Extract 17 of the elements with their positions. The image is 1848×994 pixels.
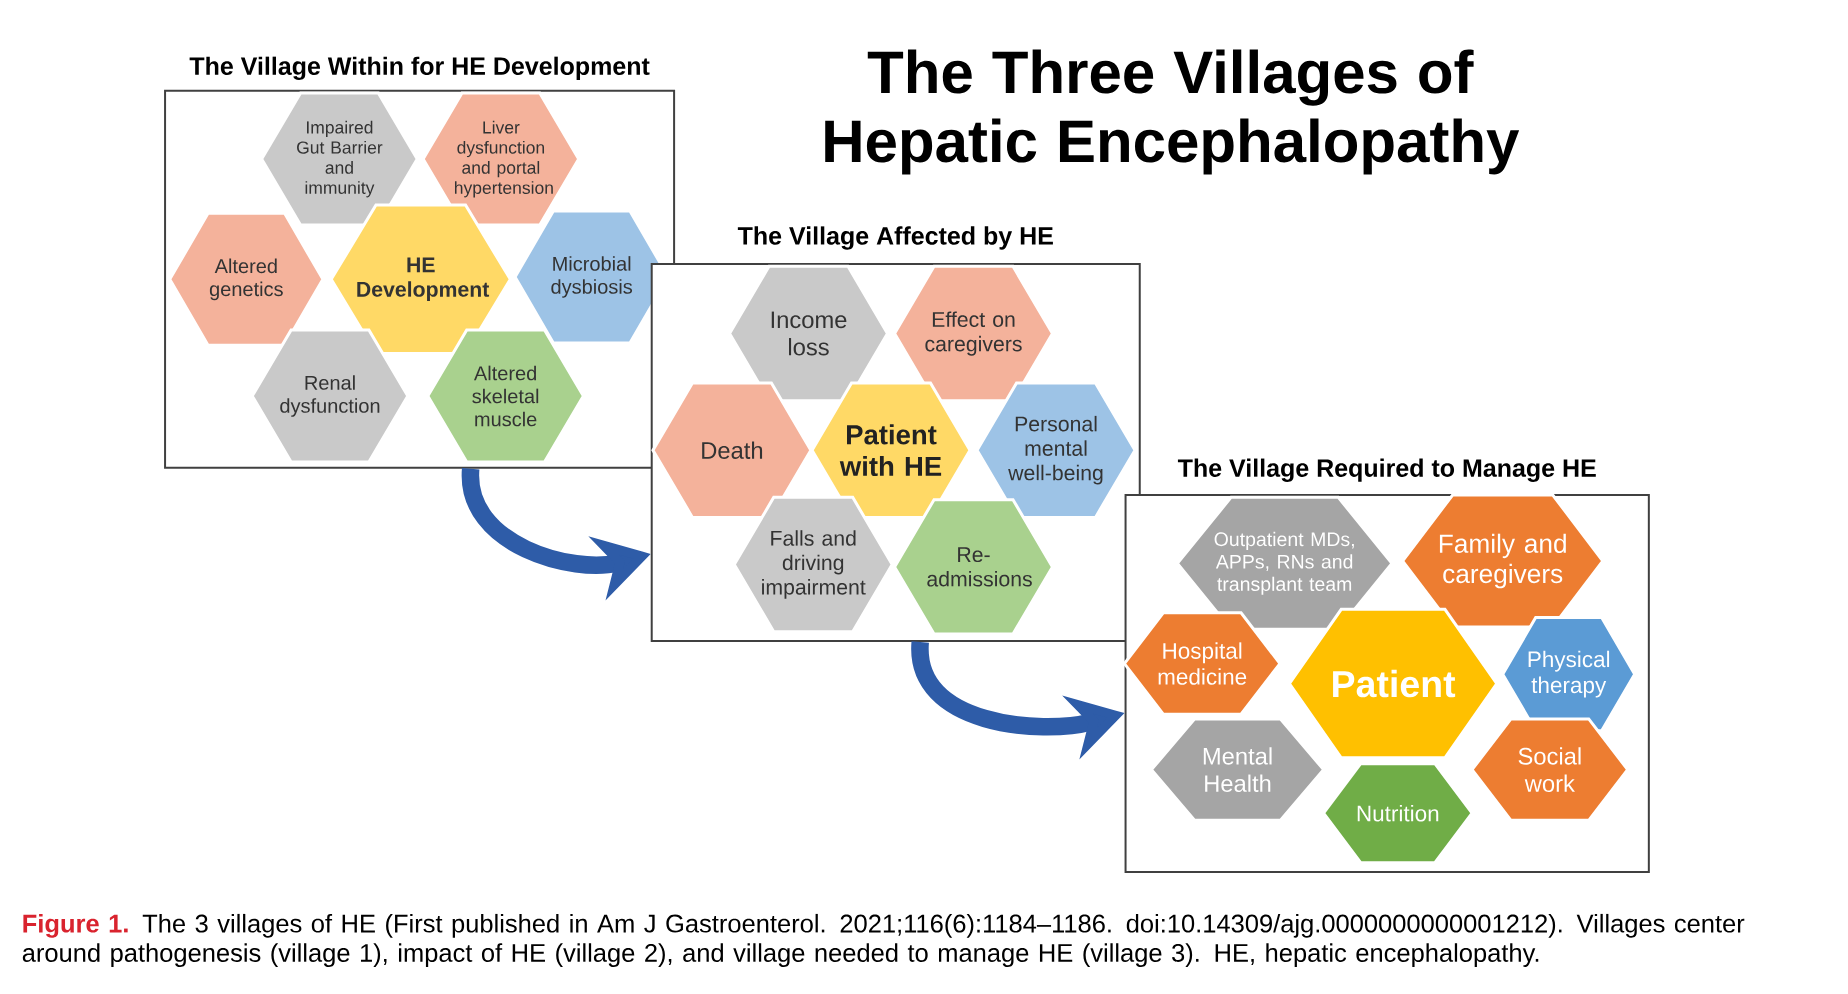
node-label: The Village Affected by HE — [737, 226, 1053, 251]
hexagon: Death — [651, 381, 813, 520]
hexagon: Liver dysfunction and portal hypertension — [421, 91, 581, 227]
hexagon: Patient — [1287, 608, 1499, 760]
caption: Figure 1. The 3 villages of HE (First published in Am J Gastroenterol. 2021;116(6):1184–1186. doi:10.14309/ajg.0000000000001212). Villages center around pathogenesis (village 1), impact of HE (village 2), and village needed to manage HE (village 3). HE, hepatic encephalopathy. — [22, 914, 1745, 968]
hexagon: HE Development — [329, 203, 513, 356]
hexagon: Falls and driving impairment — [732, 496, 894, 634]
hexagon: Social work — [1470, 717, 1630, 822]
node-label: The Village Within for HE Development — [189, 56, 650, 81]
hexagon: Altered skeletal muscle — [426, 328, 586, 464]
node-label: The Village Required to Manage HE — [1177, 458, 1596, 483]
hexagon: Renal dysfunction — [250, 328, 410, 464]
hexagon: Altered genetics — [168, 212, 325, 348]
hexagon: Hospital medicine — [1122, 611, 1282, 716]
hexagon: Microbial dysbiosis — [513, 209, 670, 345]
title: The Three Villages of Hepatic Encephalopathy — [825, 49, 1520, 175]
hexagon: Personal mental well-being — [975, 381, 1137, 520]
